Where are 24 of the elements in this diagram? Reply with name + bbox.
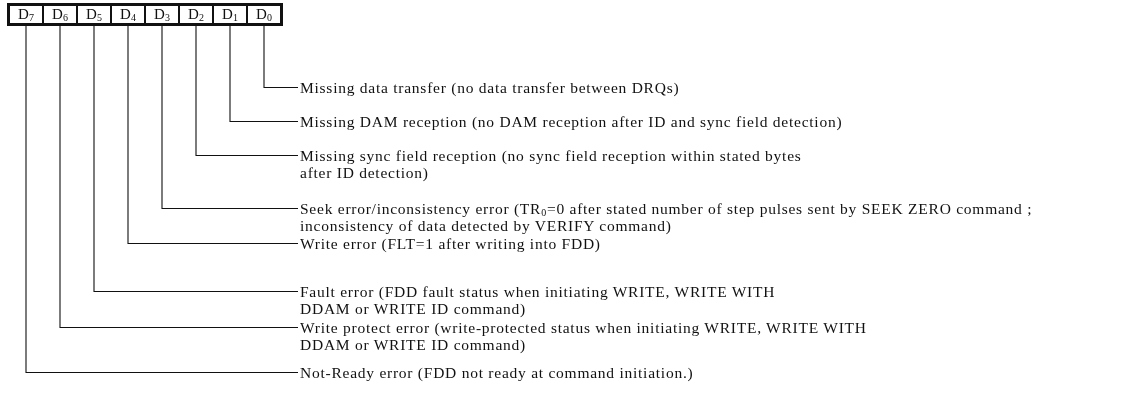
leader-line bbox=[161, 23, 299, 210]
bit-cell: D$_{1}$ bbox=[213, 5, 247, 24]
bit-description: Not-Ready error (FDD not ready at command initiation.) bbox=[300, 364, 900, 381]
leader-line bbox=[59, 23, 299, 329]
bit-cell: D$_{5}$ bbox=[77, 5, 111, 24]
bit-description: Missing DAM reception (no DAM reception after ID and sync field detection) bbox=[300, 113, 1120, 130]
bit-cell: D$_{2}$ bbox=[179, 5, 213, 24]
bit-cell: D$_{0}$ bbox=[247, 5, 281, 24]
bit-cell: D$_{4}$ bbox=[111, 5, 145, 24]
bit-description: Missing data transfer (no data transfer between DRQs) bbox=[300, 79, 940, 96]
bit-description: Fault error (FDD fault status when initiating WRITE, WRITE WITH DDAM or WRITE ID command) bbox=[300, 283, 800, 317]
bit-description: Write error (FLT=1 after writing into FDD) bbox=[300, 235, 800, 252]
leader-line bbox=[229, 23, 299, 123]
leader-line bbox=[25, 23, 299, 374]
bit-description: Write protect error (write-protected status when initiating WRITE, WRITE WITH DDAM or WRITE ID command) bbox=[300, 319, 900, 353]
leader-line bbox=[195, 23, 299, 157]
bit-cell: D$_{7}$ bbox=[9, 5, 43, 24]
bit-cell: D$_{6}$ bbox=[43, 5, 77, 24]
leader-line bbox=[263, 23, 299, 89]
bit-description: Missing sync field reception (no sync field reception within stated bytes after ID detection) bbox=[300, 147, 820, 181]
bit-description: Seek error/inconsistency error (TR$_{0}$=0 after stated number of step pulses sent by SEEK ZERO command ; inconsistency of data detected by VERIFY command) bbox=[300, 200, 1080, 234]
leader-line bbox=[127, 23, 299, 245]
bit-cell: D$_{3}$ bbox=[145, 5, 179, 24]
leader-line bbox=[93, 23, 299, 293]
